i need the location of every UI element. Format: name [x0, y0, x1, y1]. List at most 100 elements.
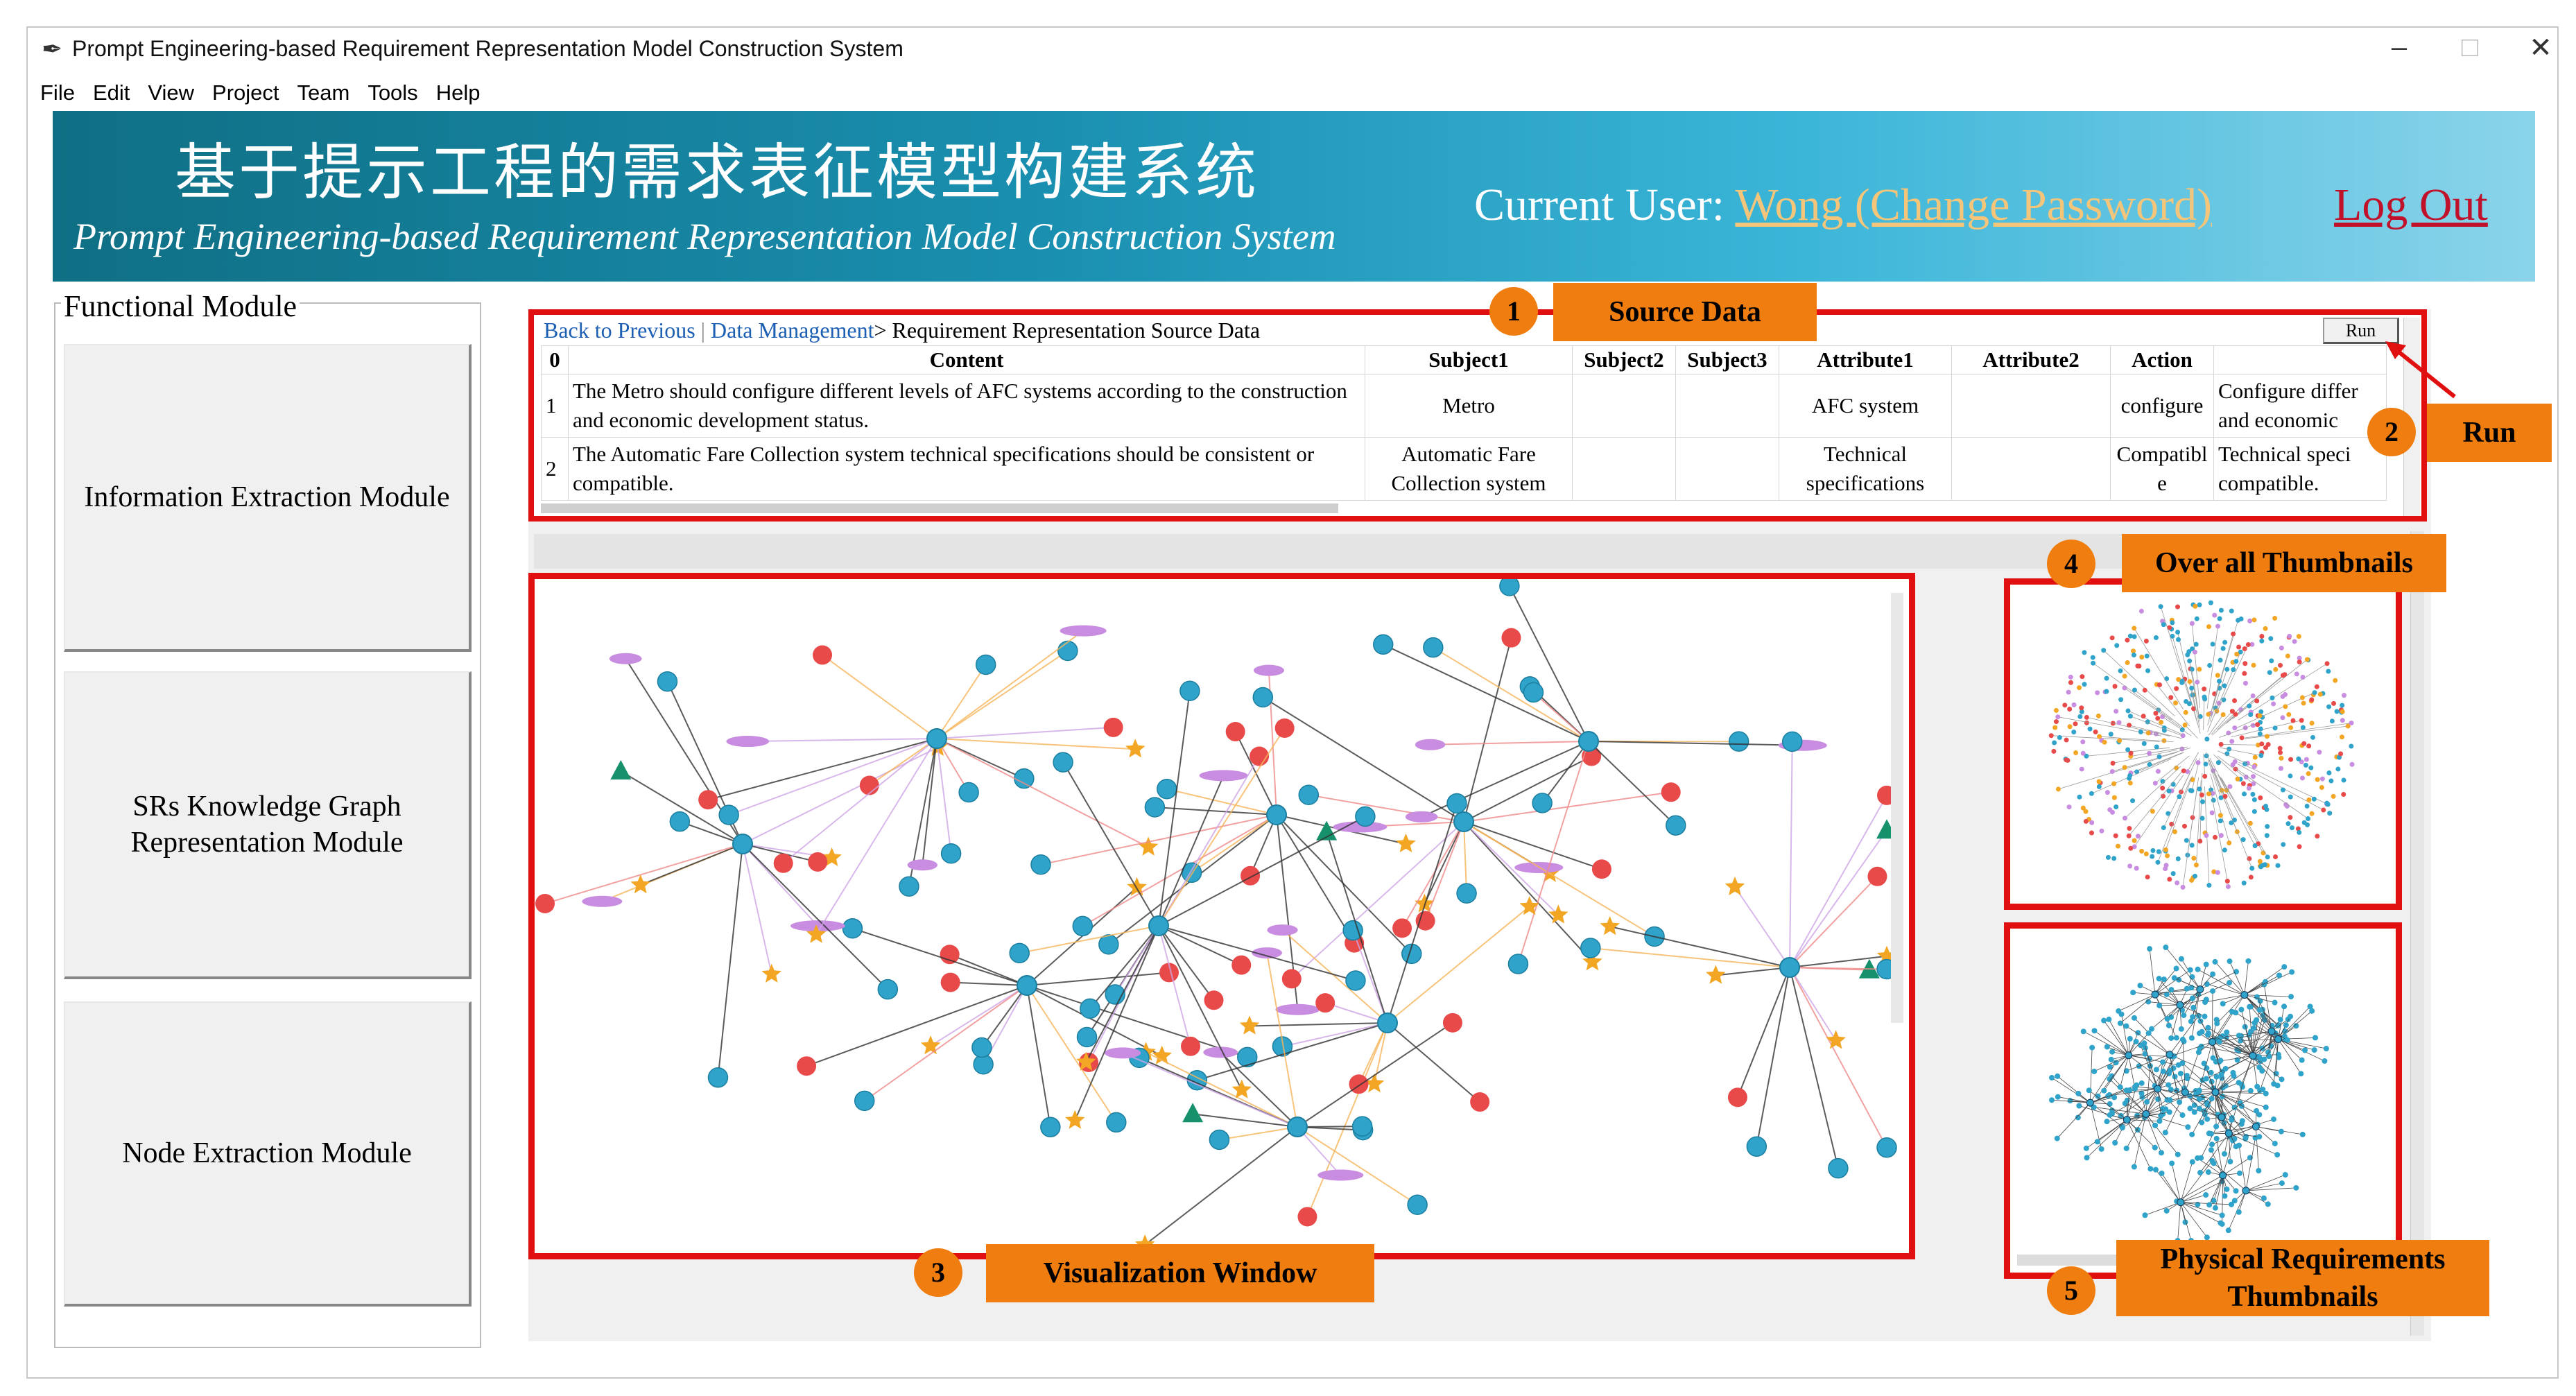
column-header[interactable]: Action: [2110, 345, 2214, 374]
graph-node[interactable]: [707, 1067, 729, 1088]
graph-node[interactable]: [1225, 722, 1245, 742]
column-header[interactable]: Subject1: [1365, 345, 1573, 374]
graph-node[interactable]: [1237, 1046, 1258, 1068]
graph-node[interactable]: [1275, 1003, 1320, 1015]
graph-node[interactable]: [1009, 942, 1030, 964]
graph-node[interactable]: [582, 895, 623, 907]
graph-node[interactable]: [1519, 896, 1539, 915]
data-management-link[interactable]: Data Management: [711, 318, 874, 343]
graph-node[interactable]: [899, 876, 919, 897]
graph-node[interactable]: [1501, 628, 1521, 648]
graph-node[interactable]: [1666, 815, 1686, 836]
graph-node[interactable]: [1159, 963, 1179, 983]
graph-hub-node[interactable]: [1287, 1117, 1308, 1137]
graph-node[interactable]: [1728, 731, 1749, 752]
graph-hub-node[interactable]: [1578, 731, 1599, 752]
graph-node[interactable]: [609, 653, 642, 664]
table-row[interactable]: 2 The Automatic Fare Collection system t…: [541, 437, 2387, 501]
graph-node[interactable]: [790, 920, 845, 932]
graph-node[interactable]: [1030, 854, 1051, 875]
graph-node[interactable]: [1144, 797, 1166, 818]
graph-node[interactable]: [971, 1037, 992, 1058]
menu-team[interactable]: Team: [297, 80, 350, 105]
graph-node[interactable]: [1532, 793, 1553, 813]
graph-hub-node[interactable]: [1266, 804, 1287, 825]
graph-hub-node[interactable]: [1779, 957, 1800, 978]
menu-help[interactable]: Help: [435, 80, 481, 105]
graph-node[interactable]: [1199, 770, 1248, 782]
graph-node[interactable]: [1706, 965, 1726, 984]
graph-node[interactable]: [1209, 1129, 1230, 1151]
graph-hub-node[interactable]: [1377, 1012, 1398, 1033]
menu-file[interactable]: File: [40, 80, 75, 105]
column-header[interactable]: Content: [568, 345, 1365, 374]
knowledge-graph-button[interactable]: SRs Knowledge Graph Representation Modul…: [64, 671, 472, 979]
graph-node[interactable]: [1446, 793, 1467, 814]
graph-node[interactable]: [1274, 718, 1295, 738]
graph-node[interactable]: [1231, 955, 1252, 975]
column-header[interactable]: Attribute2: [1951, 345, 2111, 374]
graph-node[interactable]: [854, 1090, 875, 1112]
graph-node[interactable]: [1152, 1045, 1172, 1065]
column-header[interactable]: Subject2: [1572, 345, 1676, 374]
graph-node[interactable]: [1182, 1103, 1204, 1123]
graph-node[interactable]: [698, 790, 718, 810]
graph-hub-node[interactable]: [1017, 975, 1037, 996]
column-header[interactable]: Attribute1: [1779, 345, 1952, 374]
graph-node[interactable]: [726, 736, 770, 748]
graph-node[interactable]: [1080, 998, 1100, 1019]
graph-node[interactable]: [1014, 768, 1035, 789]
graph-node[interactable]: [1405, 811, 1438, 822]
graph-node[interactable]: [1364, 1074, 1385, 1093]
physical-requirements-thumbnail[interactable]: [2004, 922, 2402, 1279]
graph-node[interactable]: [1297, 1207, 1317, 1227]
graph-node[interactable]: [1372, 634, 1394, 655]
graph-node[interactable]: [1105, 1047, 1141, 1059]
graph-node[interactable]: [813, 645, 833, 665]
graph-node[interactable]: [1253, 664, 1285, 676]
graph-node[interactable]: [1315, 993, 1335, 1013]
graph-node[interactable]: [1828, 1157, 1849, 1179]
graph-node[interactable]: [1442, 1012, 1462, 1033]
graph-node[interactable]: [1125, 739, 1146, 758]
knowledge-graph-canvas[interactable]: [535, 579, 1909, 1253]
graph-node[interactable]: [610, 759, 632, 779]
graph-node[interactable]: [1727, 1087, 1747, 1108]
logout-link[interactable]: Log Out: [2334, 180, 2488, 230]
graph-node[interactable]: [808, 852, 828, 872]
graph-node[interactable]: [1351, 1116, 1373, 1137]
graph-node[interactable]: [1401, 943, 1422, 965]
back-to-previous-link[interactable]: Back to Previous: [544, 318, 695, 343]
graph-node[interactable]: [877, 979, 899, 1000]
graph-node[interactable]: [1239, 1015, 1260, 1035]
graph-node[interactable]: [1138, 836, 1159, 856]
graph-node[interactable]: [1317, 1169, 1364, 1181]
graph-hub-node[interactable]: [926, 728, 947, 749]
graph-node[interactable]: [1098, 934, 1119, 955]
graph-node[interactable]: [1499, 579, 1520, 596]
graph-node[interactable]: [1746, 1136, 1767, 1157]
graph-node[interactable]: [1157, 778, 1177, 800]
minimize-button[interactable]: –: [2391, 32, 2408, 62]
graph-node[interactable]: [1415, 893, 1435, 913]
content-scrollbar[interactable]: [2410, 531, 2424, 1336]
graph-node[interactable]: [1548, 904, 1568, 924]
graph-node[interactable]: [1342, 920, 1363, 941]
graph-node[interactable]: [773, 853, 793, 873]
graph-node[interactable]: [1281, 969, 1302, 989]
graph-node[interactable]: [1407, 1194, 1428, 1215]
column-header[interactable]: 0: [541, 345, 569, 374]
graph-node[interactable]: [842, 917, 863, 939]
run-button[interactable]: Run: [2323, 318, 2399, 344]
overall-thumbnail[interactable]: [2004, 578, 2402, 910]
graph-node[interactable]: [1345, 970, 1366, 991]
graph-node[interactable]: [1252, 687, 1274, 708]
information-extraction-button[interactable]: Information Extraction Module: [64, 344, 472, 652]
graph-node[interactable]: [1580, 938, 1601, 958]
graph-node[interactable]: [940, 945, 960, 965]
graph-node[interactable]: [1103, 717, 1123, 737]
graph-node[interactable]: [1204, 990, 1224, 1010]
graph-node[interactable]: [1060, 625, 1107, 637]
graph-node[interactable]: [1456, 883, 1477, 904]
graph-node[interactable]: [920, 1035, 941, 1055]
